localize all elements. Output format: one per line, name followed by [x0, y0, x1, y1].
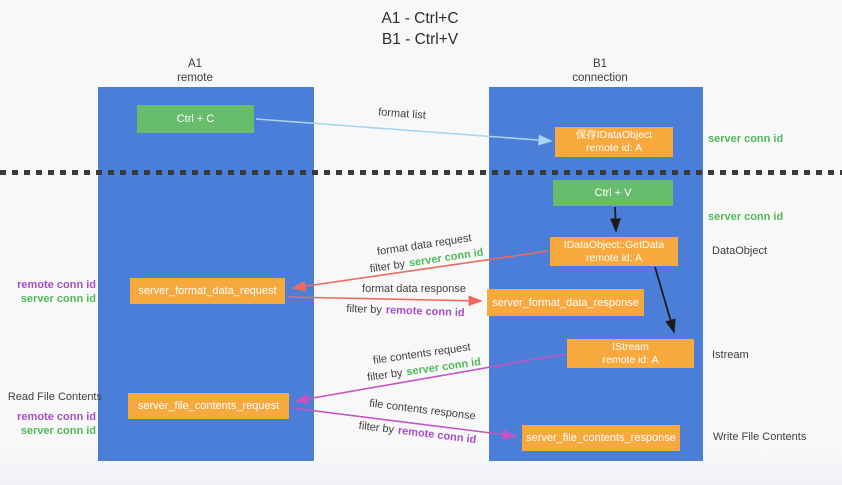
lifeline-b1-name: connection — [572, 72, 628, 84]
save-idataobject-title: 保存IDataObject — [575, 129, 653, 141]
lifeline-a1-name: remote — [177, 72, 213, 84]
getdata-title: IDataObject::GetData — [563, 238, 665, 251]
save-idataobject-node: 保存IDataObject remote id: A — [555, 127, 673, 157]
file-contents-response-label: file contents response — [368, 397, 477, 423]
ctrl-c-action: Ctrl + C — [137, 105, 254, 133]
server-format-data-response-node: server_format_data_response — [487, 289, 644, 316]
format-data-response-arrow — [287, 295, 483, 307]
remote-conn-id-text: remote conn id — [385, 304, 465, 320]
title-line-1: A1 - Ctrl+C — [381, 10, 459, 27]
format-list-label: format list — [377, 106, 427, 122]
ctrl-v-action: Ctrl + V — [553, 180, 673, 206]
save-idataobject-remote-id: remote id: A — [585, 142, 643, 154]
istream-remote-id: remote id: A — [602, 353, 659, 366]
server-conn-id-annotation-top: server conn id — [708, 133, 784, 145]
lifeline-header-a1: A1 remote — [130, 57, 260, 85]
remote-conn-id-annotation: remote conn id — [17, 411, 96, 423]
write-file-contents-annotation: Write File Contents — [713, 431, 807, 443]
server-format-data-request-node: server_format_data_request — [130, 278, 285, 304]
remote-conn-id-annotation: remote conn id — [17, 279, 96, 291]
istream-node: IStream remote id: A — [567, 339, 694, 368]
getdata-remote-id: remote id: A — [585, 251, 643, 264]
istream-annotation: Istream — [712, 349, 749, 361]
lifeline-header-b1: B1 connection — [535, 57, 665, 85]
server-conn-id-annotation: server conn id — [20, 293, 96, 305]
filter-by-text: filter by — [366, 367, 404, 384]
istream-title: IStream — [612, 340, 649, 353]
lifeline-b1-id: B1 — [592, 58, 608, 70]
filter-by-text: filter by — [358, 419, 395, 437]
idataobject-getdata-node: IDataObject::GetData remote id: A — [550, 237, 678, 266]
server-conn-id-annotation: server conn id — [20, 425, 96, 437]
title-line-2: B1 - Ctrl+V — [381, 31, 459, 48]
read-file-contents-annotation: Read File Contents — [7, 391, 102, 403]
lifeline-a1-id: A1 — [187, 58, 203, 70]
remote-conn-id-text: remote conn id — [397, 424, 477, 447]
server-file-contents-request-node: server_file_contents_request — [128, 393, 289, 419]
server-file-contents-response-node: server_file_contents_response — [522, 425, 680, 451]
server-conn-id-annotation-mid: server conn id — [708, 211, 784, 223]
file-conn-ids-annotation: remote conn id server conn id — [0, 410, 96, 438]
filter-by-text: filter by — [346, 302, 383, 317]
format-conn-ids-annotation: remote conn id server conn id — [0, 278, 96, 306]
filter-by-text: filter by — [369, 258, 406, 276]
dataobject-annotation: DataObject — [712, 245, 768, 257]
format-data-response-label: format data response — [362, 283, 466, 295]
diagram-title: A1 - Ctrl+C B1 - Ctrl+V — [300, 8, 540, 50]
session-divider-dotted-line — [0, 170, 842, 175]
